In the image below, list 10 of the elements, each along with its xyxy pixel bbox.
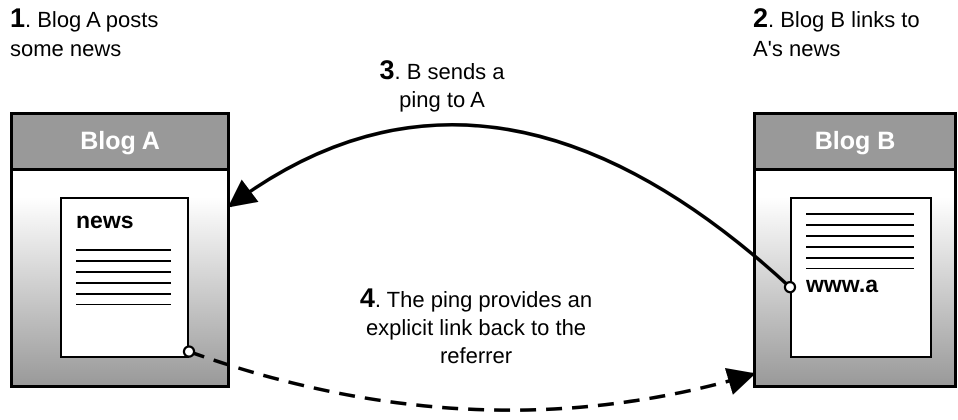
web-page <box>60 197 189 358</box>
window-title: Blog A <box>79 126 161 157</box>
window-title: Blog B <box>814 126 896 157</box>
step-caption: 2. Blog B links to A's news <box>753 4 921 63</box>
page-heading: news <box>76 207 134 234</box>
curved-arrow <box>228 123 796 294</box>
page-heading: www.a <box>806 271 878 298</box>
web-page <box>790 197 932 358</box>
step-caption: 1. Blog A posts some news <box>10 4 160 63</box>
dashed-arrow <box>182 345 756 412</box>
